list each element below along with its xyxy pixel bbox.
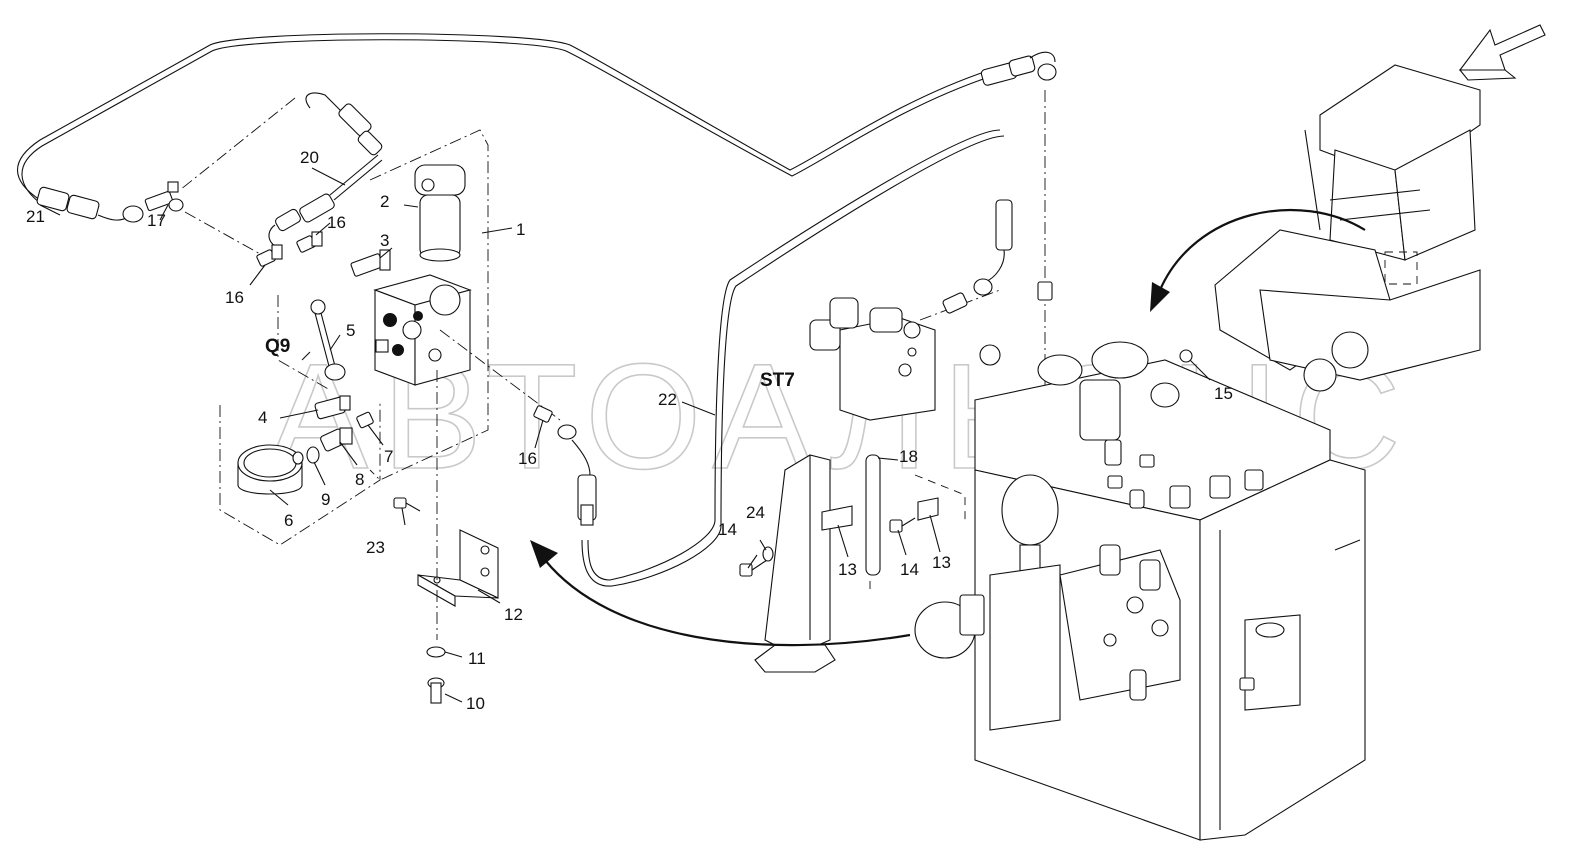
washer-11: [426, 646, 446, 658]
seal-9: [306, 446, 320, 464]
label-12: 12: [504, 605, 523, 624]
label-9: 9: [321, 490, 330, 509]
hose-lines: [16, 33, 1005, 587]
rod-18: [865, 454, 881, 576]
label-24: 24: [746, 503, 765, 522]
label-14-a: 14: [718, 520, 737, 539]
pressure-gauge-6: [237, 444, 304, 495]
fitting-4: [314, 395, 351, 420]
label-14-b: 14: [900, 560, 919, 579]
label-13-a: 13: [838, 560, 857, 579]
label-3: 3: [380, 231, 389, 250]
valve-block-st7: [809, 297, 936, 421]
label-11: 11: [468, 649, 486, 668]
hose-22: [557, 424, 597, 526]
hand-pump-2: [414, 164, 466, 262]
label-8: 8: [355, 470, 364, 489]
curved-arrows: [530, 208, 1366, 647]
label-4: 4: [258, 408, 267, 427]
hose-top-right: [942, 51, 1057, 314]
label-21: 21: [26, 207, 45, 226]
clip-13-a: [821, 505, 853, 531]
assembly-outline-1: [219, 129, 489, 546]
label-23: 23: [366, 538, 385, 557]
fitting-8: [320, 427, 353, 452]
label-18: 18: [899, 447, 918, 466]
label-1: 1: [516, 220, 525, 239]
lever-5: [310, 299, 346, 381]
label-20: 20: [300, 148, 319, 167]
screw-23: [393, 497, 421, 512]
label-q9: Q9: [265, 336, 290, 357]
valve-block: [373, 274, 472, 386]
support-post: [754, 454, 836, 673]
clip-13-b: [917, 497, 939, 521]
hydraulic-tank: [914, 341, 1366, 841]
label-st7: ST7: [760, 370, 795, 391]
label-10: 10: [466, 694, 485, 713]
fitting-16-b: [296, 231, 323, 253]
label-5: 5: [346, 321, 355, 340]
label-13-b: 13: [932, 553, 951, 572]
fitting-16-c: [533, 405, 553, 423]
fitting-3: [350, 249, 391, 277]
hose-20: [268, 92, 383, 249]
hose-21: [36, 186, 144, 223]
label-15: 15: [1214, 384, 1233, 403]
fitting-16-a: [256, 244, 283, 267]
label-16-a: 16: [327, 213, 346, 232]
view-direction-arrow: [1458, 24, 1546, 81]
label-6: 6: [284, 511, 293, 530]
callout-labels: 1 2 3 4 5 6 7 8 9 10 11 12 13 13 14 14 1…: [26, 148, 1233, 713]
label-17: 17: [147, 211, 166, 230]
label-16-c: 16: [518, 449, 537, 468]
bracket-12: [417, 529, 499, 607]
fitting-17: [144, 181, 184, 212]
leader-lines: [39, 167, 1211, 703]
label-16-b: 16: [225, 288, 244, 307]
fitting-7: [356, 411, 374, 429]
washer-24: [762, 546, 774, 562]
bolt-14-b: [889, 517, 916, 533]
paver-machine: [1214, 64, 1481, 392]
label-22: 22: [658, 390, 677, 409]
nut-15: [1179, 349, 1193, 363]
label-7: 7: [384, 447, 393, 466]
label-2: 2: [380, 192, 389, 211]
screw-10: [427, 677, 445, 704]
